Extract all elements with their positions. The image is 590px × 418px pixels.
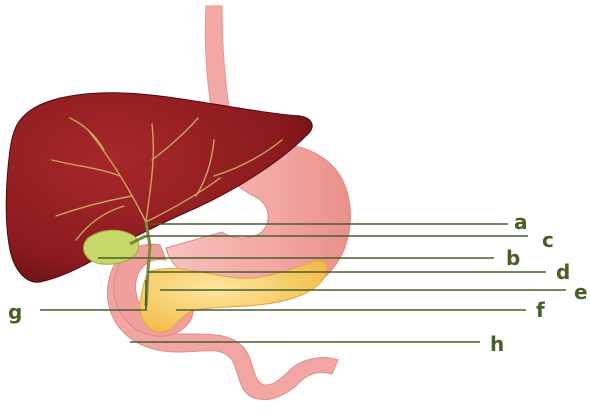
- label-h: h: [490, 334, 504, 354]
- label-e: e: [574, 282, 588, 302]
- label-b: b: [506, 248, 520, 268]
- label-d: d: [556, 262, 570, 282]
- label-c: c: [542, 230, 554, 250]
- gallbladder: [84, 230, 139, 264]
- label-a: a: [514, 212, 528, 232]
- label-f: f: [536, 300, 545, 320]
- label-g: g: [8, 302, 22, 322]
